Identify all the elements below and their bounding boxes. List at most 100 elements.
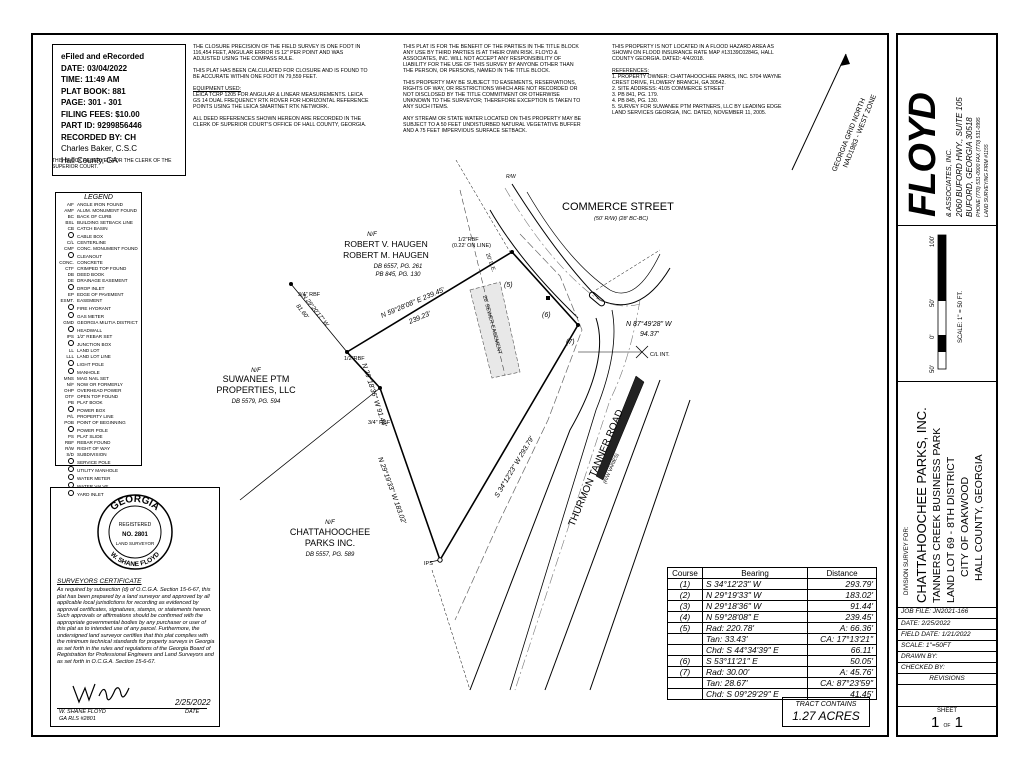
legend-symbol-icon bbox=[56, 340, 74, 348]
legend-item: CONC.CONCRETE bbox=[56, 260, 141, 266]
legend-abbrev: RBF bbox=[64, 440, 74, 445]
seal-registered: REGISTERED bbox=[119, 522, 152, 528]
signature-line bbox=[57, 708, 207, 709]
legend-abbrev: OHP bbox=[64, 388, 74, 393]
legend-label: CENTERLINE bbox=[77, 240, 107, 245]
overhead-power-line bbox=[454, 233, 583, 621]
course-table-header: Distance bbox=[807, 567, 877, 579]
legend-symbol-icon bbox=[56, 406, 74, 414]
legend-label: ALUM. MONUMENT FOUND bbox=[77, 208, 137, 213]
course-table-cell: 293.79' bbox=[807, 578, 877, 590]
course-table-header: Course bbox=[667, 567, 703, 579]
course-table-cell bbox=[667, 688, 703, 700]
thurmon-tanner-road-edge bbox=[469, 317, 601, 691]
note-paragraph: ANY STREAM OR STATE WATER LOCATED ON THI… bbox=[403, 116, 582, 134]
course-table-cell: Chd: S 44°34'39" E bbox=[702, 644, 808, 656]
legend-abbrev: R/W bbox=[65, 446, 74, 451]
legend-abbrev: AIF bbox=[66, 202, 74, 207]
legend-label: LIGHT POLE bbox=[77, 362, 104, 367]
corner-point bbox=[345, 350, 349, 354]
bearing-4a: N 59°28'08" E 239.45' bbox=[380, 286, 447, 320]
course-table-cell: 239.45' bbox=[807, 611, 877, 623]
sheet-total: 1 bbox=[954, 714, 963, 731]
course-table-cell bbox=[667, 633, 703, 645]
legend-item: LIGHT POLE bbox=[56, 360, 141, 368]
certificate-date-label: DATE bbox=[185, 709, 200, 715]
note-paragraph: REFERENCES: bbox=[612, 68, 649, 74]
seal-land-surveyor: LAND SURVEYOR bbox=[116, 541, 155, 546]
legend-item: UTILITY MANHOLE bbox=[56, 466, 141, 474]
legend-label: LAND LOT bbox=[77, 348, 100, 353]
corner-point bbox=[378, 386, 382, 390]
legend-label: RIGHT OF WAY bbox=[77, 446, 111, 451]
legend-label: CLEANOUT bbox=[77, 254, 103, 259]
legend-item: YARD INLET bbox=[56, 490, 141, 498]
corner-point bbox=[510, 250, 514, 254]
legend-abbrev: DB bbox=[67, 272, 74, 277]
certificate-date: 2/25/2022 bbox=[175, 698, 211, 707]
plat-drawing: GEORGIA GRID NORTH NAD1983 - WEST ZONE C… bbox=[216, 53, 878, 691]
floyd-logo: FLOYD bbox=[902, 93, 944, 217]
tract-boundary bbox=[345, 250, 579, 562]
legend-label: EASEMENT bbox=[77, 298, 103, 303]
legend-label: GEORGIA MILITIA DISTRICT bbox=[77, 320, 138, 325]
course-table-cell: A: 66.36' bbox=[807, 622, 877, 634]
ci-int-mark bbox=[635, 345, 649, 359]
legend-label: CONCRETE bbox=[77, 260, 103, 265]
course-table-row: Tan: 28.67'CA: 87°23'59" bbox=[667, 677, 877, 689]
north-arrow bbox=[791, 53, 847, 171]
legend-item: CLEANOUT bbox=[56, 252, 141, 260]
course-table-cell: 66.11' bbox=[807, 644, 877, 656]
curb-island bbox=[588, 291, 606, 307]
legend-label: POWER POLE bbox=[77, 428, 108, 433]
legend-abbrev: OTF bbox=[64, 394, 74, 399]
ips-label: IPS bbox=[424, 561, 433, 567]
note-paragraph: ALL DEED REFERENCES SHOWN HEREON ARE REC… bbox=[193, 116, 367, 128]
legend-label: LAND LOT LINE bbox=[77, 354, 111, 359]
firm-number: LAND SURVEYING FIRM #1155 bbox=[984, 144, 990, 217]
record-line: Charles Baker, C.S.C bbox=[61, 144, 138, 153]
revisions-space bbox=[898, 684, 996, 707]
course-table-cell bbox=[667, 677, 703, 689]
rbf-half-b: 1/2"RBF bbox=[344, 356, 365, 362]
note-paragraph: 4. PB 845, PG. 130. bbox=[612, 98, 659, 104]
note-paragraph: 3. PB 841, PG. 179. bbox=[612, 92, 659, 98]
bearing-nw-dist: 81.60' bbox=[294, 304, 309, 321]
commerce-street-edge bbox=[526, 191, 661, 294]
course-table-row: (5)Rad: 220.78'A: 66.36' bbox=[667, 622, 877, 634]
legend-label: HEADWALL bbox=[77, 328, 103, 333]
sheet-number: 1 bbox=[931, 714, 940, 731]
corner-point bbox=[289, 282, 293, 286]
certificate-title: SURVEYORS CERTIFICATE bbox=[57, 578, 142, 585]
chatt-name-1: CHATTAHOOCHEE bbox=[290, 527, 370, 537]
note-paragraph: LEICA TCRP 1205 FOR ANGULAR & LINEAR MEA… bbox=[193, 92, 369, 110]
legend-label: WATER VALVE bbox=[77, 484, 109, 489]
legend-label: POINT OF BEGINNING bbox=[77, 420, 126, 425]
note-paragraph: 1. PROPERTY OWNER: CHATTAHOOCHEE PARKS, … bbox=[612, 74, 782, 86]
course-table-cell: N 59°28'08" E bbox=[702, 611, 808, 623]
legend-abbrev: PB bbox=[67, 400, 74, 405]
checked-by: CHECKED BY: bbox=[898, 662, 996, 673]
corner-point bbox=[576, 323, 580, 327]
tb-scale: SCALE: 1"=50FT bbox=[898, 640, 996, 651]
legend-abbrev: MNS bbox=[63, 376, 74, 381]
legend-item: HEADWALL bbox=[56, 326, 141, 334]
legend-abbrev: PS bbox=[67, 434, 74, 439]
address-2: BUFORD, GEORGIA 30518 bbox=[965, 117, 974, 217]
legend-symbol-icon bbox=[56, 284, 74, 292]
sewer-easement bbox=[469, 281, 521, 379]
legend-label: PROPERTY LINE bbox=[77, 414, 114, 419]
clerk-note: THIS BLOCK RESERVED FOR THE CLERK OF THE… bbox=[52, 158, 172, 170]
course-table-row: Tan: 33.43'CA: 17°13'21" bbox=[667, 633, 877, 645]
course-table-cell: Chd: S 09°29'29" E bbox=[702, 688, 808, 700]
